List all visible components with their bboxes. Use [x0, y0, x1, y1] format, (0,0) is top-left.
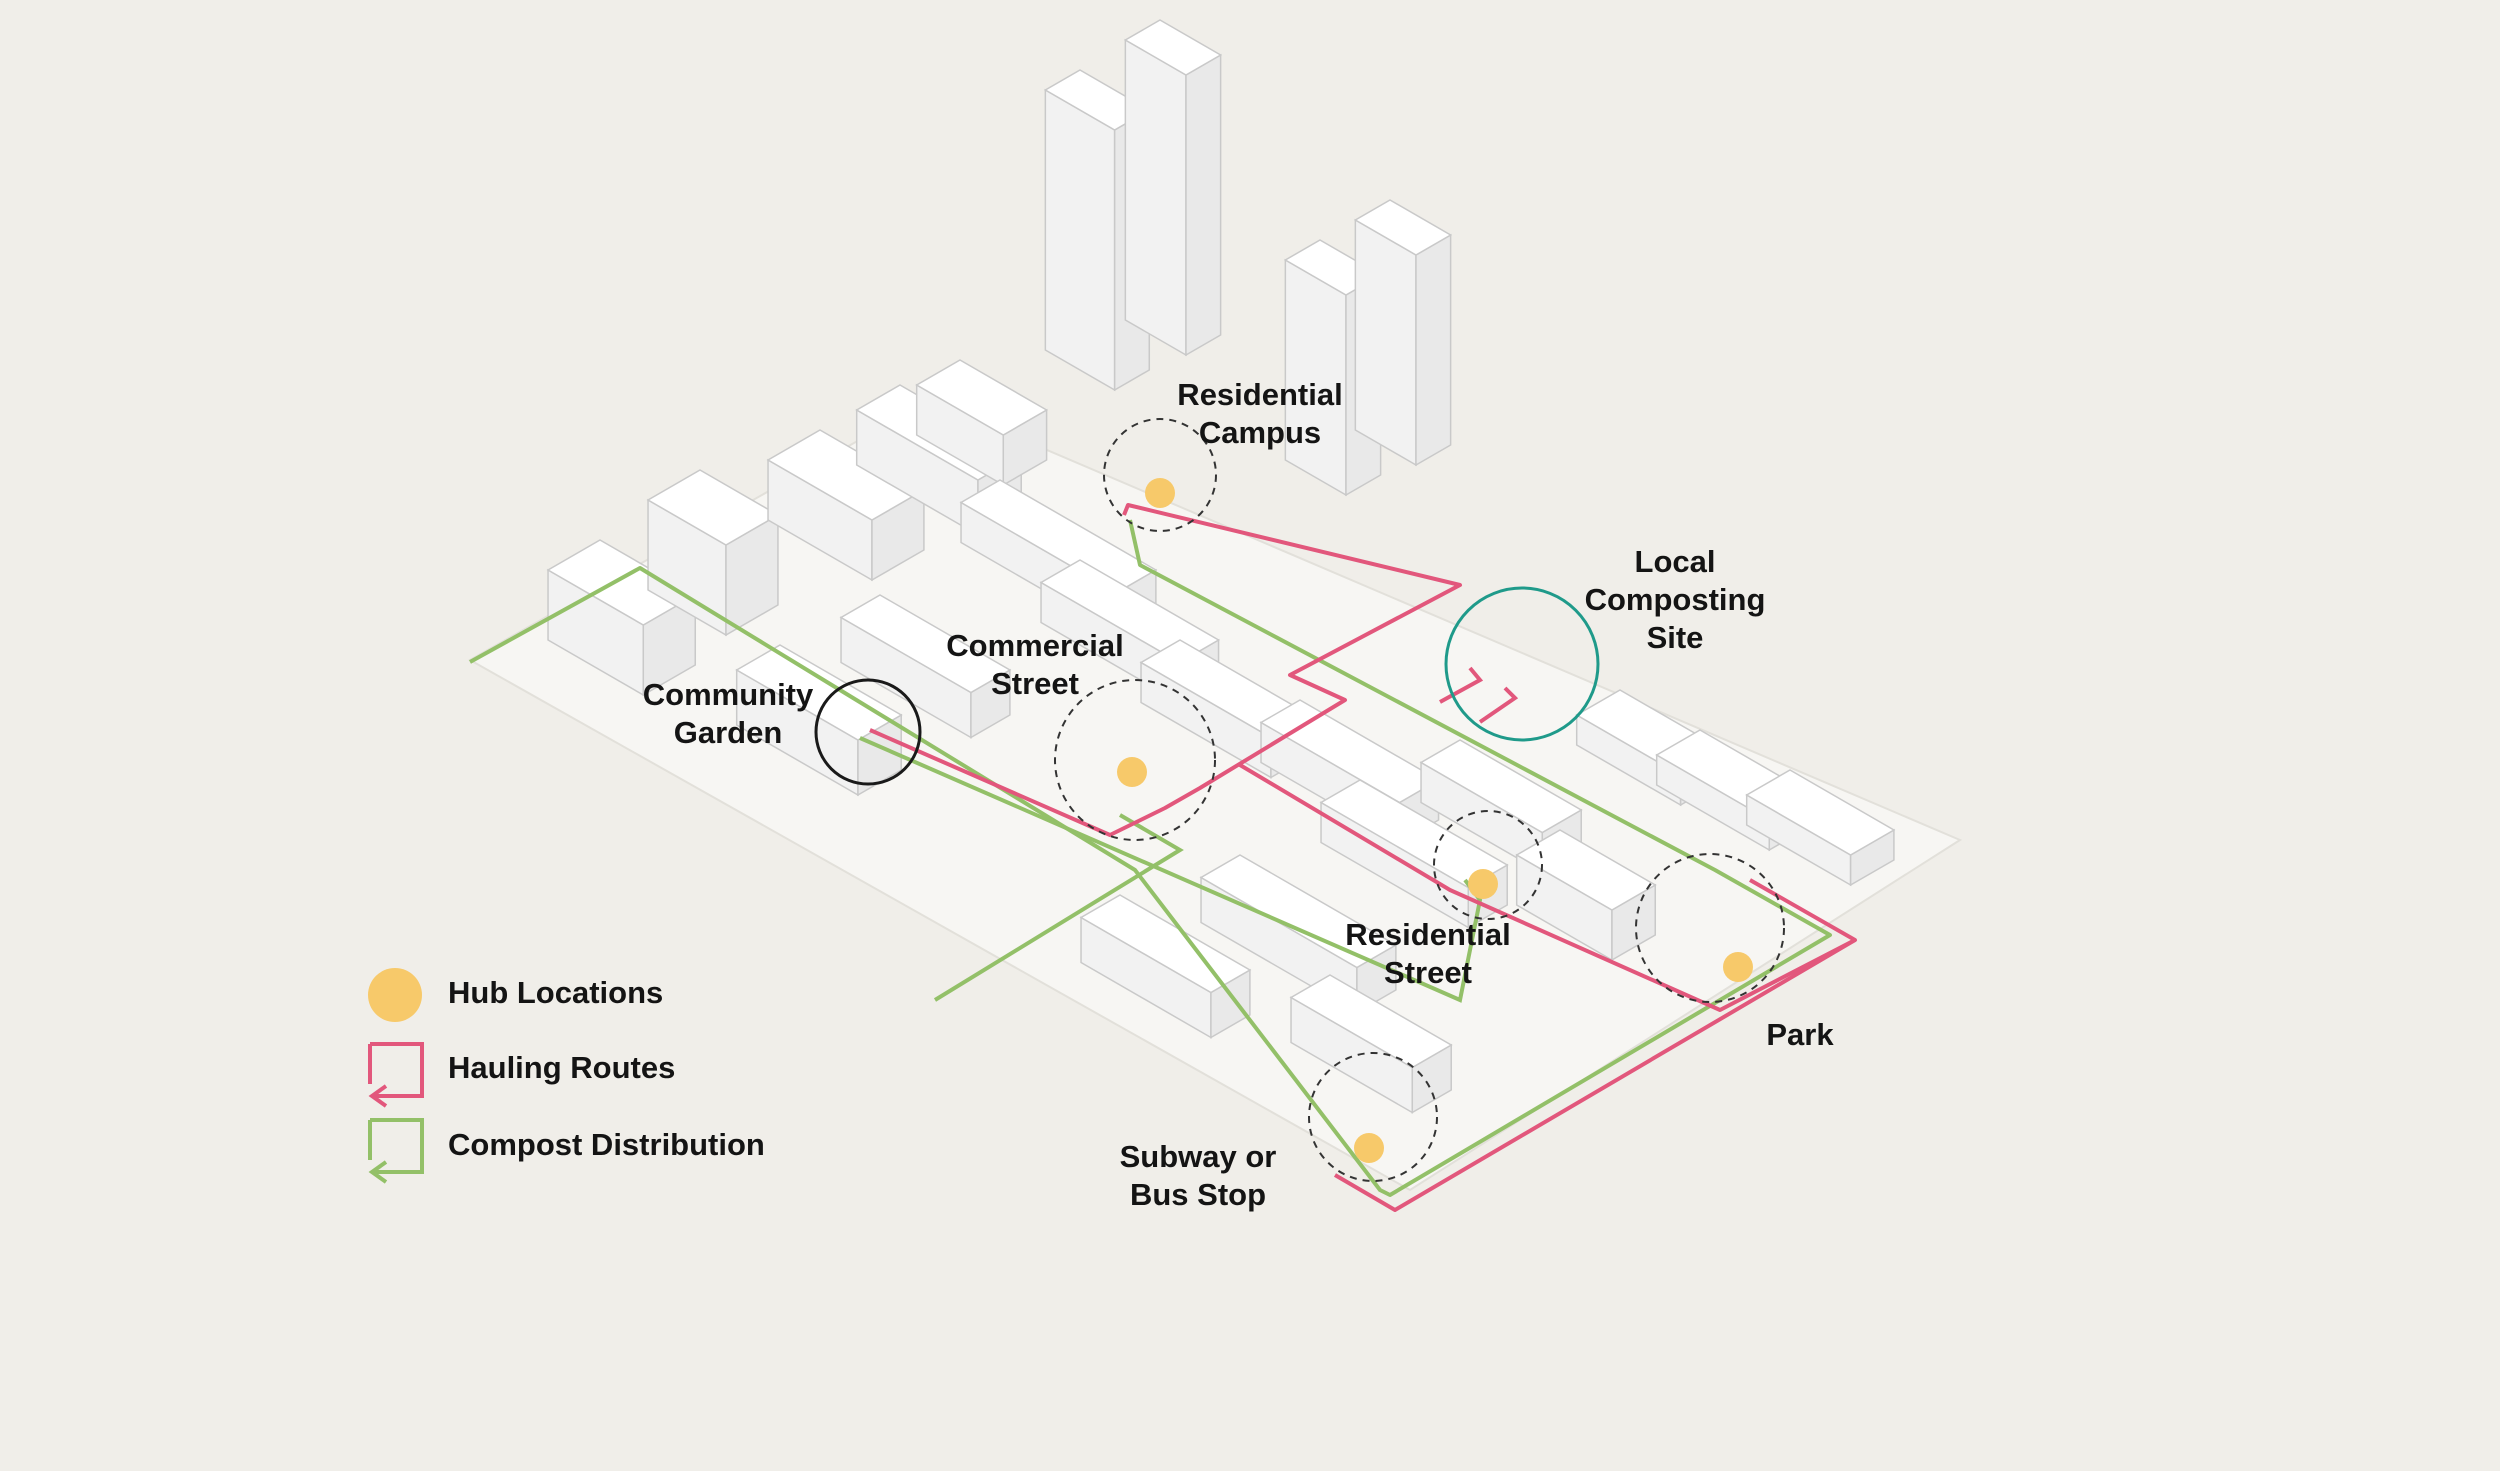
legend-compost-label: Compost Distribution	[448, 1127, 765, 1162]
hauling-route-to-compost-site-2	[1478, 686, 1519, 724]
building-face	[1353, 199, 1453, 256]
hub-dot-commercial-street	[1117, 757, 1147, 787]
building-face	[839, 594, 1012, 694]
community-garden-ring	[814, 678, 922, 786]
hub-dot-park	[1723, 952, 1753, 982]
compost-distribution-branch	[933, 813, 1184, 1002]
building-face	[1123, 19, 1223, 76]
hub-dot-subway-stop	[1354, 1133, 1384, 1163]
hub-ring-residential-street	[1433, 810, 1543, 920]
building-face	[1124, 38, 1187, 357]
label-park: Park	[1766, 1017, 1834, 1052]
building-face	[1354, 218, 1417, 467]
hauling-route	[869, 503, 1462, 837]
legend-hub-icon	[368, 968, 422, 1022]
building-face	[1515, 829, 1657, 911]
hub-ring-commercial-street	[1054, 679, 1216, 841]
building-face	[646, 469, 780, 546]
compost-distribution-route	[469, 519, 1832, 1197]
building-face	[1419, 739, 1583, 834]
hub-dot-residential-campus	[1145, 478, 1175, 508]
legend-hauling-icon	[368, 1042, 424, 1108]
hauling-route-east	[1238, 763, 1857, 1012]
building-face	[1044, 88, 1116, 392]
legend-hauling-label: Hauling Routes	[448, 1050, 676, 1085]
hub-ring-residential-campus	[1103, 418, 1217, 532]
building-face	[1415, 233, 1452, 467]
building-blocks	[546, 19, 1896, 1114]
compost-site-ring	[1444, 586, 1600, 742]
building-face	[1185, 53, 1222, 357]
hub-ring-park	[1635, 853, 1785, 1003]
legend-hub-label: Hub Locations	[448, 975, 664, 1010]
hub-dot-residential-street	[1468, 869, 1498, 899]
hub-ring-subway-stop	[1308, 1052, 1438, 1182]
building-face	[1199, 854, 1398, 969]
building-face	[735, 644, 903, 741]
building-face	[1745, 769, 1896, 856]
hauling-route-south	[1333, 938, 1857, 1212]
building-face	[915, 359, 1049, 436]
legend-compost-icon	[368, 1118, 424, 1184]
